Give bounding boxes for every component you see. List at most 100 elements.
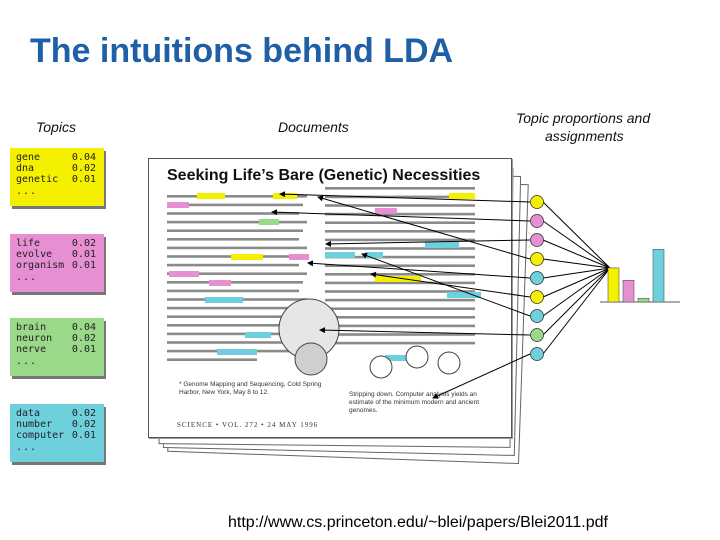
text-line	[167, 358, 257, 361]
topic-assignment-circle	[530, 271, 544, 285]
topic-proportion-bar	[637, 297, 650, 303]
proportion-link	[542, 220, 611, 269]
topic-assignment-circle	[530, 214, 544, 228]
document-citation: * Genome Mapping and Sequencing, Cold Sp…	[179, 381, 322, 396]
topic-assignment-circle	[530, 233, 544, 247]
slide-title: The intuitions behind LDA	[30, 32, 454, 70]
highlighted-word	[205, 297, 243, 303]
text-line	[167, 195, 307, 198]
topic-word-probability: 0.01	[71, 174, 96, 185]
text-line	[325, 298, 475, 302]
text-line	[325, 187, 475, 190]
topic-word-probability: 0.02	[71, 163, 96, 174]
proportion-link	[542, 201, 611, 269]
text-line	[167, 263, 299, 267]
topic-word-probability: 0.02	[71, 408, 96, 419]
topic-more-ellipsis: ...	[16, 442, 38, 453]
text-line	[167, 212, 299, 215]
topics-header: Topics	[36, 119, 76, 135]
topic-word-row: genetic 0.01	[16, 174, 100, 186]
text-line	[167, 341, 299, 344]
text-line	[167, 332, 303, 336]
text-line	[325, 204, 475, 207]
source-url[interactable]: http://www.cs.princeton.edu/~blei/papers…	[228, 514, 608, 531]
topic-word-probability: 0.02	[71, 419, 96, 430]
text-line	[325, 316, 475, 319]
text-line	[325, 221, 475, 224]
text-line	[325, 307, 475, 310]
topic-assignment-circles	[530, 195, 544, 361]
genome-circle	[405, 345, 429, 369]
document-page: Seeking Life’s Bare (Genetic) Necessitie…	[148, 158, 512, 438]
topic-proportion-bar	[607, 267, 620, 303]
text-line	[325, 273, 475, 276]
topic-word: evolve	[16, 249, 53, 260]
proportion-link	[542, 267, 611, 298]
highlighted-word	[273, 193, 297, 199]
topic-assignment-circle	[530, 252, 544, 266]
topic-word-row: dna 0.02	[16, 163, 100, 175]
topic-word: nerve	[16, 344, 47, 355]
topic-word-probability: 0.02	[71, 333, 96, 344]
highlighted-word	[245, 332, 271, 338]
topic-word: genetic	[16, 174, 59, 185]
text-line	[325, 324, 475, 328]
text-line	[167, 315, 299, 318]
text-line	[325, 238, 475, 242]
proportion-link	[542, 239, 611, 269]
text-line	[167, 246, 307, 250]
proportion-link	[542, 258, 611, 269]
topic-assignment-circle	[530, 290, 544, 304]
text-line	[167, 306, 303, 310]
topic-word-row: organism 0.01	[16, 260, 100, 272]
text-line	[167, 289, 299, 293]
figure-caption: Stripping down. Computer analysis yields…	[349, 391, 480, 414]
text-line	[325, 230, 475, 233]
document-footer: SCIENCE • VOL. 272 • 24 MAY 1996	[177, 421, 319, 429]
genome-figure	[278, 298, 461, 379]
topic-word: organism	[16, 260, 65, 271]
topic-word-probability: 0.02	[71, 238, 96, 249]
document-title: Seeking Life’s Bare (Genetic) Necessitie…	[167, 167, 481, 184]
topic-proportion-bar	[622, 279, 635, 303]
topic-word: brain	[16, 322, 47, 333]
topic-assignment-circle	[530, 309, 544, 323]
topic-word: number	[16, 419, 53, 430]
highlighted-word	[197, 193, 225, 199]
genome-circle	[437, 351, 461, 375]
topic-word-row: gene 0.04	[16, 152, 100, 164]
topic-proportion-bar	[652, 249, 665, 303]
highlighted-word	[447, 292, 481, 298]
topic-word-probability: 0.04	[71, 322, 96, 333]
highlighted-word	[425, 242, 459, 248]
highlighted-word	[217, 349, 257, 355]
highlighted-word	[375, 276, 421, 282]
text-line	[167, 229, 303, 232]
topic-assignment-circle	[530, 328, 544, 342]
highlighted-word	[209, 280, 231, 286]
highlighted-word	[325, 252, 355, 258]
topic-assignment-circle	[530, 195, 544, 209]
text-line	[167, 203, 303, 207]
topic-word-probability: 0.01	[71, 260, 96, 271]
topic-word-row: number 0.02	[16, 419, 100, 431]
topic-word: dna	[16, 163, 35, 174]
topic-word-probability: 0.04	[71, 152, 96, 163]
proportion-link	[542, 267, 611, 336]
genome-circle-small	[294, 342, 328, 376]
text-line	[167, 324, 307, 327]
text-line	[167, 272, 307, 275]
topic-word-row: brain 0.04	[16, 322, 100, 334]
topic-word: gene	[16, 152, 41, 163]
topic-more-ellipsis: ...	[16, 272, 38, 283]
proportions-header-line2: assignments	[545, 128, 624, 144]
topic-proportion-chart	[600, 249, 680, 303]
topic-assignment-circle	[530, 347, 544, 361]
proportion-link	[542, 267, 611, 355]
